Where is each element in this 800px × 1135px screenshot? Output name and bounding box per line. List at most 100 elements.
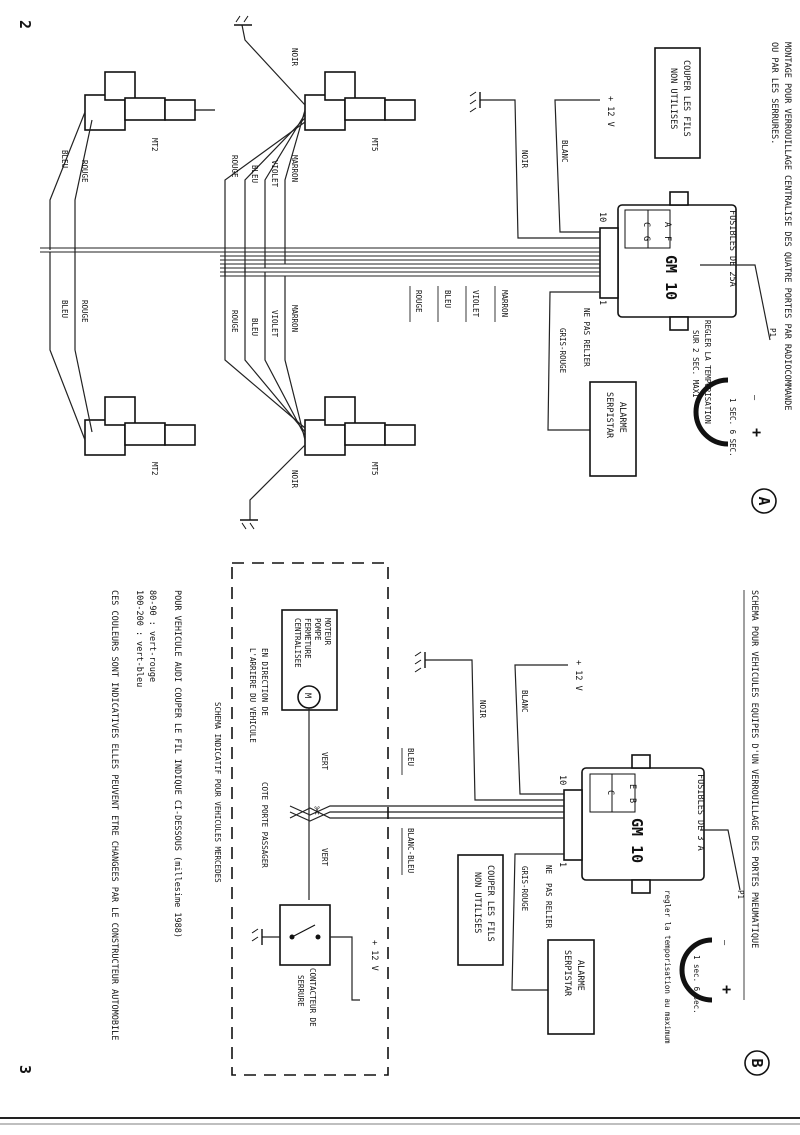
diagram-b-supply: + 12 V — [573, 660, 583, 691]
diagram-a-fuse-a: A — [662, 222, 672, 227]
diagram-a-motor-3-wire-violet: VIOLET — [270, 310, 279, 338]
mercedes-direction-line2: L'ARRIERE DU VEHICULE — [248, 648, 257, 743]
diagram-a-cut-note-line1: COUPER LES FILS — [681, 60, 691, 137]
diagram-b-title: SCHEMA POUR VEHICULES EQUIPES D'UN VERRO… — [749, 590, 759, 948]
diagram-a-connector — [599, 227, 619, 299]
diagram-a-motor-3-wire-rouge: ROUGE — [230, 310, 239, 333]
mercedes-ground — [251, 928, 263, 945]
diagram-b-fuse-b: B — [627, 798, 637, 803]
diagram-a-fuse-f: F — [662, 236, 672, 241]
diagram-a-motor-2-wire-noir: NOIR — [290, 48, 299, 67]
diagram-a-gm10-tab-bottom — [669, 316, 689, 331]
diagram-a-wire-blanc: BLANC — [560, 140, 569, 163]
note-disclaimer: CES COULEURS SONT INDICATIVES ELLES PEUV… — [109, 590, 119, 1040]
note-audi-100: 100-200 : vert-bleu — [134, 590, 144, 687]
diagram-a-bus-bleu: BLEU — [443, 290, 452, 308]
diagram-b: SCHEMA POUR VEHICULES EQUIPES D'UN VERRO… — [213, 562, 770, 1076]
diagram-a-fuse-label: FUSIBLES DE 25A — [727, 210, 737, 287]
notes: POUR VEHICULE AUDI COUPER LE FIL INDIQUE… — [109, 590, 182, 1040]
diagram-a-motor-3-wire-bleu: BLEU — [250, 318, 259, 336]
diagram-b-tempo: regler la temporisation au maximum — [663, 890, 672, 1044]
diagram-b-fuse-label: FUSIBLES DE 3 A — [695, 774, 705, 851]
diagram-a-fuse-c: C — [641, 222, 651, 227]
mercedes-vert-1: VERT — [320, 752, 329, 771]
mercedes-motor-letter: M — [302, 693, 312, 698]
diagram-a-alarm-box — [589, 381, 637, 477]
diagram-b-pin-high: 10 — [557, 775, 567, 785]
mercedes-contact-supply: + 12 V — [369, 940, 379, 971]
page-number-left: 2 — [16, 20, 34, 29]
diagram-a-bus-violet: VIOLET — [471, 290, 480, 318]
diagram-a-gris-rouge: GRIS-ROUGE — [558, 328, 567, 374]
diagram-a-motor-3-label: MT5 — [370, 462, 379, 476]
diagram-a-motor-2-wire-bleu: BLEU — [250, 165, 259, 183]
diagram-b-pot-arc — [679, 937, 713, 1003]
mercedes-motor-line3: FERMETURE — [303, 618, 312, 659]
diagram-a-ground-top — [469, 91, 481, 113]
diagram-a-bus-rouge: ROUGE — [414, 290, 423, 313]
diagram-a-ne-pas-relier: NE PAS RELIER — [582, 308, 591, 367]
diagram-b-ground — [414, 651, 426, 673]
diagram-b-gm10-tab-top — [631, 754, 651, 769]
diagram-b-marker-letter: B — [748, 1058, 766, 1067]
diagram-a-supply: + 12 V — [605, 96, 615, 127]
diagram-b-wire-blanc: BLANC — [520, 690, 529, 713]
diagram-a-cut-note-line2: NON UTILISES — [668, 68, 678, 129]
diagram-b-fuse-block: E B C — [589, 773, 637, 813]
diagram-a-marker-letter: A — [755, 496, 773, 505]
diagram-b-pot-range: 1 sec. 6 sec. — [692, 955, 701, 1014]
diagram-b-ne: NE — [544, 865, 553, 875]
diagram-a-marker — [751, 488, 777, 514]
diagram-b-connector — [563, 789, 583, 861]
diagram-a-alarm-line2: SERPISTAR — [604, 392, 614, 439]
diagram-a-bus-marron: MARRON — [500, 290, 509, 317]
diagram-a-pot-plus: + — [748, 428, 766, 437]
diagram-a-gm10-name: GM 10 — [662, 255, 680, 300]
diagram-a-ground-motor-2 — [234, 15, 252, 26]
diagram-a-fuse-g: G — [641, 236, 651, 241]
diagram-b-wire-bleu: BLEU — [406, 748, 415, 766]
diagram-b-wire-blanc-bleu: BLANC-BLEU — [406, 828, 415, 873]
diagram-a-motor-2-wire-marron: MARRON — [290, 155, 299, 182]
diagram-b-gris-rouge: GRIS-ROUGE — [520, 866, 529, 912]
diagram-a-motor-4-label: MT2 — [150, 462, 159, 476]
diagram-a-motor-front-right: MT5 — [304, 71, 416, 152]
diagram-a-motor-front-left: MT2 — [84, 71, 215, 152]
diagram-a-motor-1-wire-rouge: ROUGE — [80, 160, 89, 183]
diagram-a-motor-2-wire-violet: VIOLET — [270, 160, 279, 188]
diagram-a-motor-rear-left: MT2 — [84, 396, 196, 476]
diagram-b-pot-plus: + — [718, 985, 736, 994]
diagram-a-motor-2-wire-rouge: ROUGE — [230, 155, 239, 178]
diagram-a-wire-noir: NOIR — [520, 150, 529, 169]
diagram-a-gm10-tab-top — [669, 191, 689, 206]
mercedes-direction-line1: EN DIRECTION DE — [260, 648, 269, 716]
diagram-a-cut-note-box — [654, 47, 701, 159]
diagram-a-motor-3-wire-noir: NOIR — [290, 470, 299, 489]
diagram-b-alarm-box — [547, 939, 595, 1035]
mercedes-switch-box — [279, 904, 331, 966]
diagram-a-motor-2-label: MT5 — [370, 138, 379, 152]
diagram-b-wire-noir: NOIR — [478, 700, 487, 719]
diagram-a: MONTAGE POUR VERROUILLAGE CENTRALISE DES… — [40, 15, 792, 530]
diagram-a-pot-minus: — — [749, 395, 759, 401]
diagram-a-tempo-line1: REGLER LA TEMPORISATION — [703, 320, 712, 424]
diagram-b-p1: P1 — [736, 890, 745, 899]
diagram-b-fuse-e: E — [627, 784, 637, 789]
diagram-a-pin-high: 10 — [597, 212, 607, 222]
diagram-b-alarm-line1: ALARME — [575, 960, 585, 991]
mercedes-motor-line1: MOTEUR — [323, 618, 332, 646]
mercedes-title: SCHEMA INDICATIF POUR VEHICULES MERCEDES — [213, 702, 222, 883]
page-number-right: 3 — [16, 1065, 34, 1074]
diagram-b-cut-note-line1: COUPER LES FILS — [485, 865, 495, 942]
diagram-a-p1: P1 — [768, 328, 777, 337]
mercedes-motor-line2: POMPE — [313, 618, 322, 641]
scissors-icon: ✂ — [308, 806, 326, 815]
diagram-a-motor-4-wire-bleu: BLEU — [60, 300, 69, 318]
diagram-b-cut-note-line2: NON UTILISES — [472, 872, 482, 933]
diagram-a-ground-motor-3 — [240, 519, 258, 530]
mercedes-contact-line2: SERRURE — [296, 975, 305, 1007]
diagram-a-fuse-block: A F C G — [624, 209, 672, 249]
diagram-a-motor-1-label: MT2 — [150, 138, 159, 152]
diagram-a-alarm-line1: ALARME — [617, 402, 627, 433]
